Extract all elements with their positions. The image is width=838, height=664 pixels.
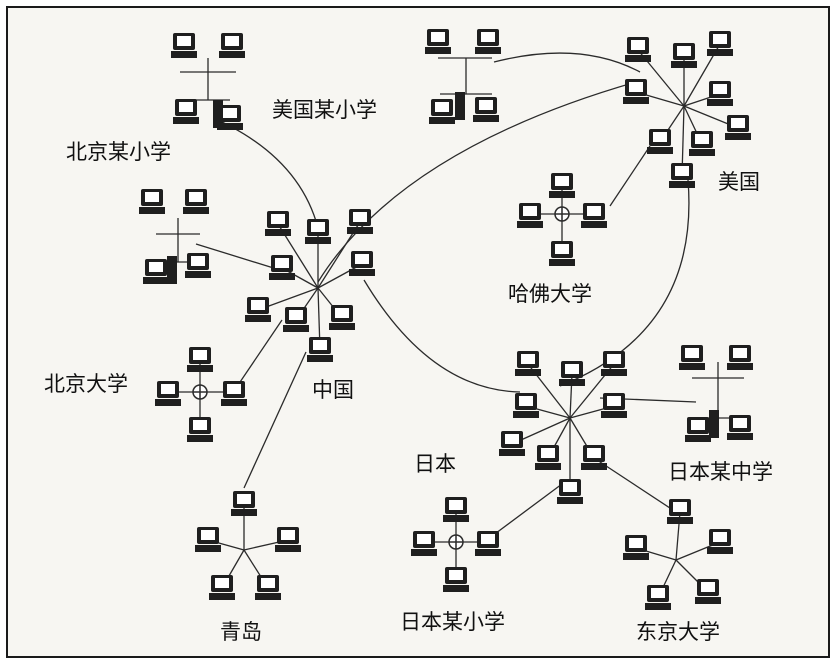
link-qingdao-to-china — [243, 351, 307, 489]
computer-icon — [155, 381, 181, 406]
computer-icon — [499, 431, 525, 456]
server-tower-icon — [167, 256, 177, 284]
computer-icon — [513, 393, 539, 418]
computer-icon — [679, 345, 705, 370]
computer-icon — [695, 579, 721, 604]
computer-icon — [725, 115, 751, 140]
computer-icon — [671, 43, 697, 68]
label-japan: 日本 — [414, 452, 456, 476]
computer-icon — [429, 99, 455, 124]
computer-icon — [535, 445, 561, 470]
link-beijing-primary-to-china — [221, 121, 319, 229]
computer-icon — [601, 351, 627, 376]
computer-icon — [473, 97, 499, 122]
computer-icon — [549, 173, 575, 198]
label-peking-university: 北京大学 — [44, 372, 128, 396]
computer-icon — [185, 253, 211, 278]
label-tokyo-university: 东京大学 — [636, 620, 720, 644]
computer-icon — [255, 575, 281, 600]
computer-icon — [217, 105, 243, 130]
computer-icon — [173, 99, 199, 124]
computer-icon — [645, 585, 671, 610]
computer-icon — [515, 351, 541, 376]
label-qingdao: 青岛 — [220, 620, 262, 644]
computer-icon — [349, 251, 375, 276]
computer-icon — [265, 211, 291, 236]
computer-icon — [195, 527, 221, 552]
computer-icon — [475, 531, 501, 556]
label-china: 中国 — [312, 378, 354, 402]
link-china-to-usa — [317, 81, 637, 283]
link-usa-to-japan — [559, 179, 690, 387]
computer-icon — [623, 535, 649, 560]
link-us-primary-to-usa — [493, 52, 641, 73]
server-tower-icon — [709, 410, 719, 438]
server-tower-icon — [455, 92, 465, 120]
computer-icon — [581, 445, 607, 470]
computer-icon — [219, 33, 245, 58]
link-harvard-to-usa — [609, 145, 651, 207]
computer-icon — [411, 531, 437, 556]
computer-icon — [187, 347, 213, 372]
computer-icon — [667, 499, 693, 524]
computer-icon — [307, 337, 333, 362]
computer-icon — [647, 129, 673, 154]
computer-icon — [707, 529, 733, 554]
computer-icon — [425, 29, 451, 54]
link-tokyo-to-japan — [593, 457, 677, 513]
label-japan-primary: 日本某小学 — [400, 610, 505, 634]
computer-icon — [623, 79, 649, 104]
computer-icon — [475, 29, 501, 54]
computer-icon — [669, 163, 695, 188]
computer-icon — [707, 81, 733, 106]
link-peking-to-china — [235, 319, 283, 389]
computer-icon — [275, 527, 301, 552]
label-harvard: 哈佛大学 — [508, 282, 592, 306]
computer-icon — [443, 497, 469, 522]
computer-icon — [231, 491, 257, 516]
computer-icon — [221, 381, 247, 406]
computer-icon — [269, 255, 295, 280]
computer-icon — [187, 417, 213, 442]
label-usa: 美国 — [718, 170, 760, 194]
server-tower-icon — [213, 100, 223, 128]
computer-icon — [329, 305, 355, 330]
computer-icon — [245, 297, 271, 322]
computer-icon — [727, 345, 753, 370]
computer-icon — [549, 241, 575, 266]
computer-icon — [685, 417, 711, 442]
computer-icon — [305, 219, 331, 244]
computer-icon — [707, 31, 733, 56]
computer-icon — [517, 203, 543, 228]
computer-icon — [625, 37, 651, 62]
link-bus-to-china — [195, 243, 281, 271]
computer-icon — [581, 203, 607, 228]
computer-icon — [347, 209, 373, 234]
computer-icon — [601, 393, 627, 418]
computer-icon — [283, 307, 309, 332]
computer-icon — [689, 131, 715, 156]
computer-icon — [559, 361, 585, 386]
label-us-primary: 美国某小学 — [272, 98, 377, 122]
computer-icon — [139, 189, 165, 214]
computer-icon — [209, 575, 235, 600]
computer-icon — [557, 479, 583, 504]
computer-icon — [727, 415, 753, 440]
computer-icon — [443, 567, 469, 592]
computer-icon — [171, 33, 197, 58]
link-china-to-japan — [363, 279, 521, 393]
label-japan-middle-school: 日本某中学 — [668, 460, 773, 484]
computer-icon — [143, 259, 169, 284]
computer-icon — [183, 189, 209, 214]
label-beijing-primary: 北京某小学 — [66, 140, 171, 164]
